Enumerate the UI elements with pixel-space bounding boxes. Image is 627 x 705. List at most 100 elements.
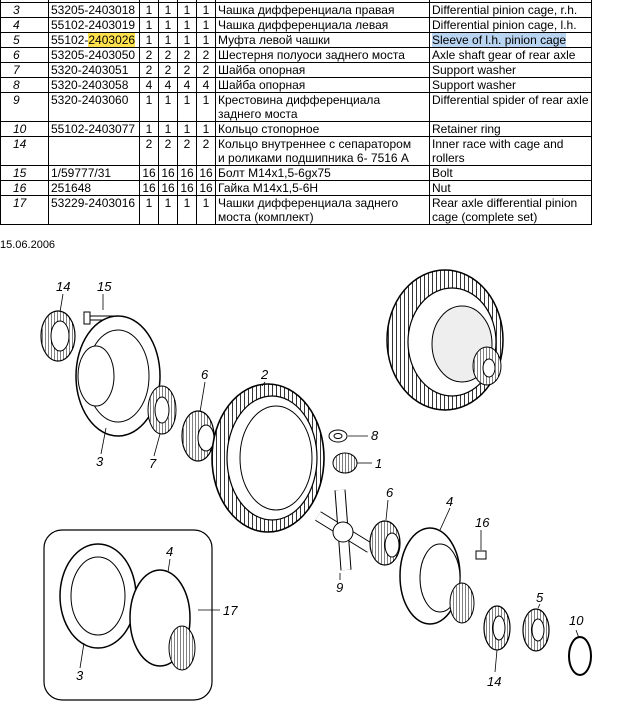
cell-qty: 1	[177, 195, 197, 225]
cell-part-number: 53229-2403016	[48, 195, 140, 225]
table-row: 16 251648 16 16 16 16 Гайка М14х1,5-6Н N…	[0, 180, 592, 196]
table-row: 6 53205-2403050 2 2 2 2 Шестерня полуоси…	[0, 47, 592, 63]
table-row: 17 53229-2403016 1 1 1 1 Чашки дифференц…	[0, 195, 592, 225]
cell-name-en: Sleeve of l.h. pinion cage	[429, 32, 592, 48]
cell-name-ru: Шайба опорная	[215, 77, 430, 93]
cell-pos: 7	[0, 62, 49, 78]
cell-qty: 1	[139, 2, 159, 18]
cell-part-number: 5320-2403060	[48, 92, 140, 122]
ring-gear-bore	[239, 405, 313, 511]
cell-part-number: 1/59777/31	[48, 165, 140, 181]
cell-pos: 3	[0, 2, 49, 18]
cell-qty: 2	[158, 62, 178, 78]
selected-text: Sleeve of l.h. pinion cage	[432, 33, 567, 47]
document-date: 15.06.2006	[0, 239, 56, 251]
cell-qty: 1	[196, 17, 216, 33]
cell-pos: 6	[0, 47, 49, 63]
cell-pos: 8	[0, 77, 49, 93]
complete-cage-set-inset	[43, 529, 213, 701]
cell-qty: 2	[177, 62, 197, 78]
cell-qty: 1	[139, 92, 159, 122]
cell-qty: 2	[139, 136, 159, 166]
part-number-prefix: 55102-	[51, 33, 89, 47]
cell-name-en: Support washer	[429, 77, 592, 93]
cell-name-ru: Муфта левой чашки	[215, 32, 430, 48]
assembled-hub-bore	[482, 358, 496, 378]
cell-qty: 16	[139, 180, 159, 196]
cell-part-number: 55102-2403077	[48, 121, 140, 137]
cell-qty: 16	[177, 180, 197, 196]
cell-qty: 2	[196, 136, 216, 166]
table-row: 3 53205-2403018 1 1 1 1 Чашка дифференци…	[0, 2, 592, 18]
cell-name-en: Differential pinion cage, r.h.	[429, 2, 592, 18]
cell-name-ru: Чашка дифференциала правая	[215, 2, 430, 18]
cell-qty: 1	[158, 195, 178, 225]
exploded-view-diagram: 14 15 3 7 6 2 8 1 9 6 4 16 4 17 3 5 14 1…	[40, 269, 592, 701]
callout-17: 17	[223, 603, 238, 618]
cell-qty: 1	[139, 195, 159, 225]
callout-10: 10	[569, 613, 584, 628]
name-ru-line: Чашки дифференциала заднего	[218, 196, 399, 210]
cell-pos: 5	[0, 32, 49, 48]
bearing-bore	[50, 320, 70, 352]
cell-qty: 1	[177, 17, 197, 33]
callout-5: 5	[536, 590, 544, 605]
cell-qty: 1	[177, 92, 197, 122]
cell-qty: 1	[158, 121, 178, 137]
cell-pos: 15	[0, 165, 49, 181]
cell-part-number: 5320-2403058	[48, 77, 140, 93]
cell-qty: 16	[158, 180, 178, 196]
axle-shaft-gear-hub	[197, 424, 215, 452]
cell-qty: 1	[139, 121, 159, 137]
cell-qty: 2	[139, 47, 159, 63]
bearing-inner-race	[40, 310, 76, 362]
cell-qty: 2	[139, 62, 159, 78]
cell-qty: 16	[196, 165, 216, 181]
cell-qty: 1	[196, 92, 216, 122]
cell-name-ru: Шайба опорная	[215, 62, 430, 78]
cell-qty: 16	[177, 165, 197, 181]
callout-15: 15	[97, 279, 112, 294]
cell-qty: 1	[196, 2, 216, 18]
cell-part-number: 53205-2403018	[48, 2, 140, 18]
cell-qty: 4	[196, 77, 216, 93]
callout-3: 3	[96, 454, 104, 469]
differential-pinion	[332, 452, 358, 474]
leader-lines	[59, 293, 580, 673]
cell-name-ru: Кольцо стопорное	[215, 121, 430, 137]
pinion-cage-right	[75, 315, 161, 437]
cell-qty: 16	[158, 165, 178, 181]
cell-qty: 16	[139, 165, 159, 181]
table-row: 9 5320-2403060 1 1 1 1 Крестовина диффер…	[0, 92, 592, 122]
cell-name-en: Nut	[429, 180, 592, 196]
cell-name-en: Retainer ring	[429, 121, 592, 137]
cell-part-number: 53205-2403050	[48, 47, 140, 63]
cell-name-ru: Гайка М14х1,5-6Н	[215, 180, 430, 196]
cell-qty: 1	[158, 32, 178, 48]
callout-7: 7	[149, 456, 157, 471]
name-en-line: Rear axle differential pinion	[432, 196, 578, 210]
cell-name-ru: Болт М14х1,5-6gх75	[215, 165, 430, 181]
cell-name-en: Bolt	[429, 165, 592, 181]
callout-14: 14	[56, 279, 70, 294]
cell-pos: 14	[0, 136, 49, 166]
support-washer-hole	[154, 396, 170, 424]
table-row: 5 55102-2403026 1 1 1 1 Муфта левой чашк…	[0, 32, 592, 48]
cell-qty: 1	[158, 92, 178, 122]
cell-part-number: 251648	[48, 180, 140, 196]
cell-qty: 1	[196, 121, 216, 137]
name-ru-line: заднего моста	[218, 107, 298, 121]
assembled-differential	[386, 269, 504, 411]
name-en-line: rollers	[432, 151, 465, 165]
cell-name-ru: Чашка дифференциала левая	[215, 17, 430, 33]
cell-qty: 1	[177, 121, 197, 137]
differential-spider	[315, 489, 373, 571]
cell-name-en: Axle shaft gear of rear axle	[429, 47, 592, 63]
cell-part-number: 55102-2403026	[48, 32, 140, 48]
callout-8: 8	[371, 428, 379, 443]
cell-qty: 4	[139, 77, 159, 93]
cell-pos: 4	[0, 17, 49, 33]
table-row: 15 1/59777/31 16 16 16 16 Болт М14х1,5-6…	[0, 165, 592, 181]
